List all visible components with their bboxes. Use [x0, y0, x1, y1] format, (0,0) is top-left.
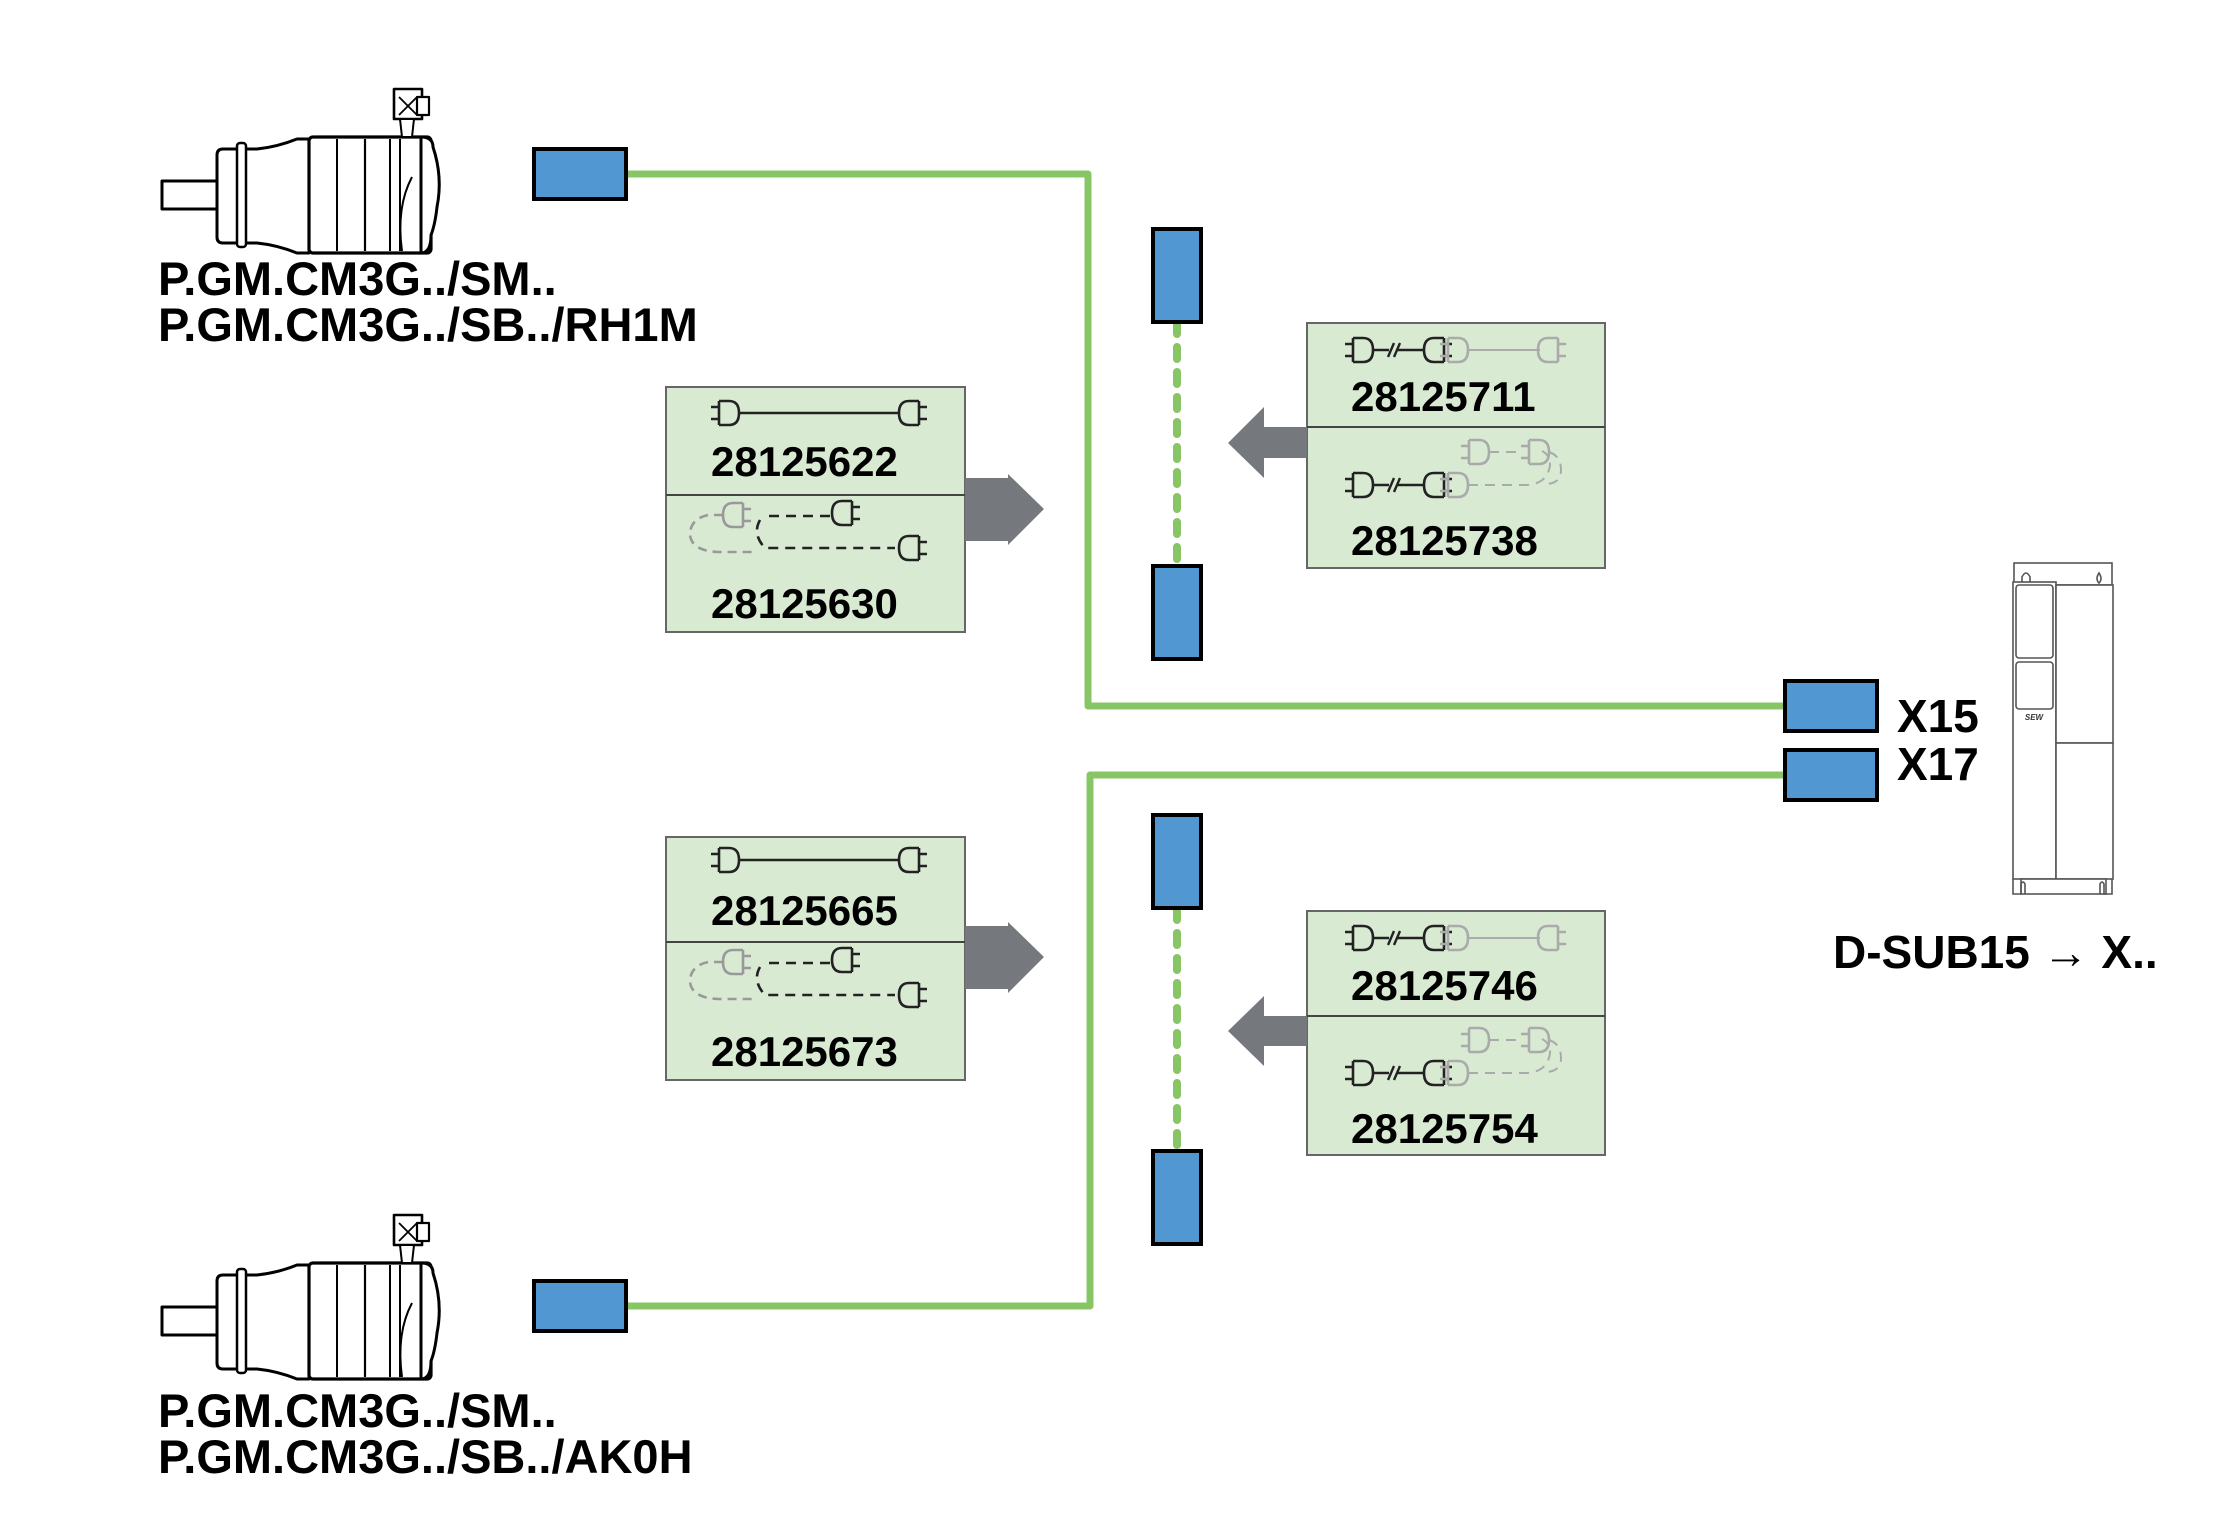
extension-cable-icon — [1343, 924, 1568, 952]
port-x15-connector — [1783, 679, 1879, 733]
extension-cable-icon — [1343, 336, 1568, 364]
motor-bottom-icon — [160, 1213, 441, 1381]
drag-chain-cable-icon — [688, 499, 929, 562]
part-number: 28125673 — [711, 1028, 898, 1075]
arrow-left-icon — [1228, 407, 1307, 478]
coupling-top-lower-connector — [1151, 564, 1203, 661]
straight-cable-icon — [709, 846, 929, 874]
arrow-right-icon — [965, 922, 1044, 993]
port-x17-label: X17 — [1897, 738, 1979, 790]
motor-top-connector — [532, 147, 628, 201]
part-number: 28125622 — [711, 438, 898, 485]
top-extension-cable-box: 28125711 28125738 — [1306, 322, 1606, 569]
part-number: 28125711 — [1351, 373, 1536, 420]
bottom-motor-cable-box: 28125665 28125673 — [665, 836, 966, 1081]
inverter-brand-mark: SEW — [2025, 713, 2045, 722]
port-x17-connector — [1783, 748, 1879, 802]
dsub-connector-note: D-SUB15 → X.. — [1833, 926, 2158, 978]
cable-top — [626, 170, 1785, 710]
coupling-top-upper-connector — [1151, 227, 1203, 324]
drag-chain-cable-icon — [688, 946, 929, 1009]
part-number: 28125754 — [1351, 1105, 1539, 1152]
motor-bottom-connector — [532, 1279, 628, 1333]
part-number: 28125738 — [1351, 517, 1538, 564]
bottom-extension-cable-box: 28125746 28125754 — [1306, 910, 1606, 1156]
part-number: 28125665 — [711, 887, 898, 934]
part-number: 28125746 — [1351, 962, 1538, 1009]
motor-bottom-label-line2: P.GM.CM3G../SB../AK0H — [158, 1430, 693, 1483]
top-motor-cable-box: 28125622 28125630 — [665, 386, 966, 633]
extension-drag-chain-cable-icon — [1343, 438, 1563, 499]
cable-bottom — [626, 771, 1785, 1310]
straight-cable-icon — [709, 399, 929, 427]
motor-top-icon — [160, 87, 441, 255]
motor-bottom-label-line1: P.GM.CM3G../SM.. — [158, 1384, 557, 1437]
inverter-icon — [2012, 562, 2114, 895]
motor-top-label-line2: P.GM.CM3G../SB../RH1M — [158, 298, 698, 351]
part-number: 28125630 — [711, 580, 898, 627]
coupling-bottom-lower-connector — [1151, 1149, 1203, 1246]
motor-top-label-line1: P.GM.CM3G../SM.. — [158, 252, 557, 305]
arrow-right-icon — [965, 474, 1044, 545]
arrow-left-icon — [1228, 996, 1307, 1066]
port-x15-label: X15 — [1897, 690, 1979, 742]
extension-drag-chain-cable-icon — [1343, 1026, 1563, 1087]
coupling-bottom-upper-connector — [1151, 813, 1203, 910]
